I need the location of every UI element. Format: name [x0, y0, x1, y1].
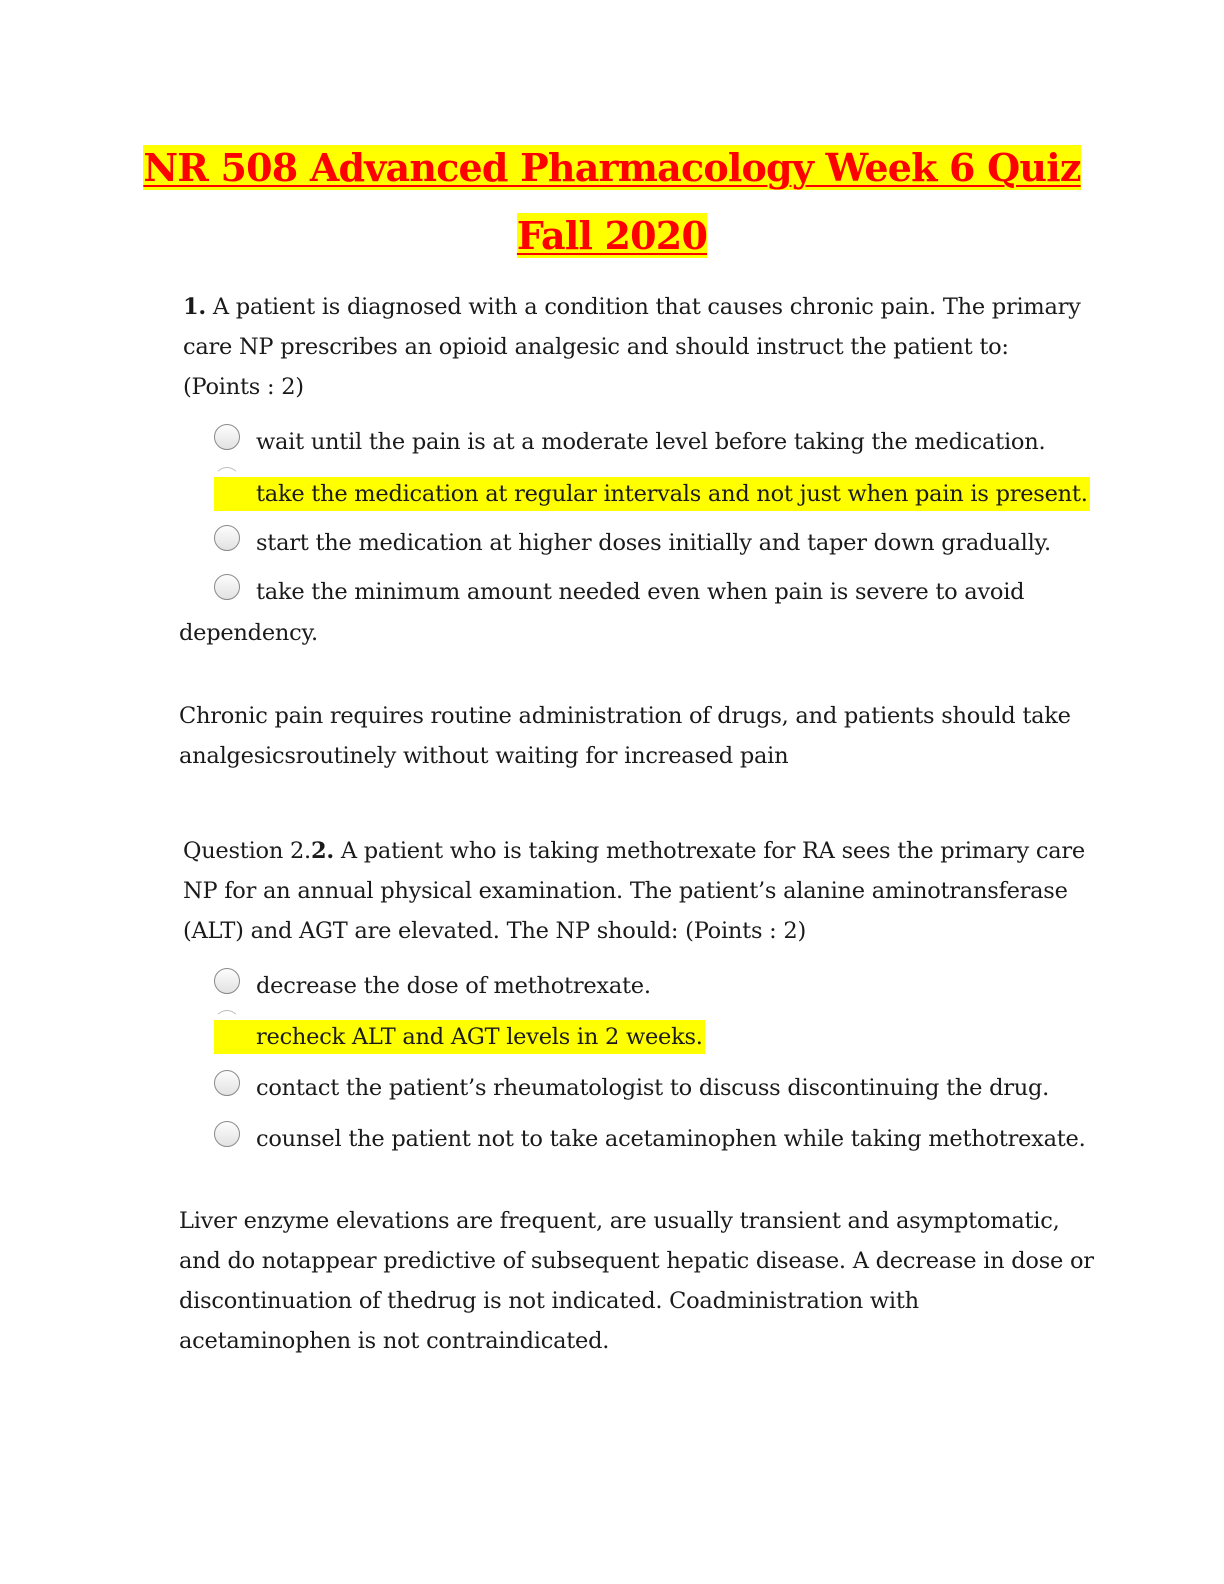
question-1-option-4[interactable]: take the minimum amount needed even when… [214, 574, 1025, 609]
option-label: start the medication at higher doses ini… [256, 530, 1051, 556]
question-2-text: Question 2.2. A patient who is taking me… [183, 831, 1085, 951]
option-label: wait until the pain is at a moderate lev… [256, 429, 1046, 455]
question-1-line-3: (Points : 2) [183, 374, 304, 400]
page-title-text-2: Fall 2020 [516, 213, 708, 258]
question-2-line-3: (ALT) and AGT are elevated. The NP shoul… [183, 918, 806, 944]
option-label: recheck ALT and AGT levels in 2 weeks. [256, 1024, 703, 1050]
rationale-line-2: and do notappear predictive of subsequen… [179, 1248, 1094, 1274]
question-2-option-3[interactable]: contact the patient’s rheumatologist to … [214, 1070, 1050, 1105]
question-2-line-1: A patient who is taking methotrexate for… [333, 838, 1086, 864]
rationale-line-1: Chronic pain requires routine administra… [179, 703, 1071, 729]
question-2-option-4[interactable]: counsel the patient not to take acetamin… [214, 1121, 1086, 1156]
radio-button-icon[interactable] [214, 525, 240, 551]
radio-button-icon[interactable] [214, 467, 240, 493]
question-2-number: 2. [310, 838, 334, 864]
question-1-rationale: Chronic pain requires routine administra… [179, 696, 1071, 776]
page-title-line-2: Fall 2020 [0, 213, 1224, 258]
question-2-rationale: Liver enzyme elevations are frequent, ar… [179, 1201, 1094, 1361]
radio-button-icon[interactable] [214, 1121, 240, 1147]
rationale-line-1: Liver enzyme elevations are frequent, ar… [179, 1208, 1060, 1234]
radio-button-icon[interactable] [214, 1010, 240, 1036]
question-2-option-2[interactable]: recheck ALT and AGT levels in 2 weeks. [214, 1010, 705, 1054]
question-1-option-3[interactable]: start the medication at higher doses ini… [214, 525, 1051, 560]
question-2-line-2: NP for an annual physical examination. T… [183, 878, 1068, 904]
radio-button-icon[interactable] [214, 968, 240, 994]
question-2-option-1[interactable]: decrease the dose of methotrexate. [214, 968, 651, 1003]
question-1-option-2[interactable]: take the medication at regular intervals… [214, 467, 1090, 511]
option-label: take the minimum amount needed even when… [256, 579, 1025, 605]
page-title-text-1: NR 508 Advanced Pharmacology Week 6 Quiz [143, 145, 1081, 190]
question-1-text: 1. A patient is diagnosed with a conditi… [183, 287, 1081, 407]
option-label: counsel the patient not to take acetamin… [256, 1126, 1086, 1152]
option-label: decrease the dose of methotrexate. [256, 973, 651, 999]
radio-button-icon[interactable] [214, 1070, 240, 1096]
option-label: contact the patient’s rheumatologist to … [256, 1075, 1050, 1101]
question-1-number: 1. [183, 294, 206, 320]
question-2-prefix: Question 2. [183, 838, 311, 864]
question-1-line-1: A patient is diagnosed with a condition … [206, 294, 1081, 320]
rationale-line-4: acetaminophen is not contraindicated. [179, 1328, 610, 1354]
question-1-option-1[interactable]: wait until the pain is at a moderate lev… [214, 424, 1046, 459]
rationale-line-2: analgesicsroutinely without waiting for … [179, 743, 789, 769]
option-label: take the medication at regular intervals… [256, 481, 1088, 507]
rationale-line-3: discontinuation of thedrug is not indica… [179, 1288, 919, 1314]
question-1-line-2: care NP prescribes an opioid analgesic a… [183, 334, 1009, 360]
radio-button-icon[interactable] [214, 574, 240, 600]
radio-button-icon[interactable] [214, 424, 240, 450]
question-1-option-4-continuation: dependency. [179, 620, 318, 646]
page-title-line-1: NR 508 Advanced Pharmacology Week 6 Quiz [0, 145, 1224, 190]
